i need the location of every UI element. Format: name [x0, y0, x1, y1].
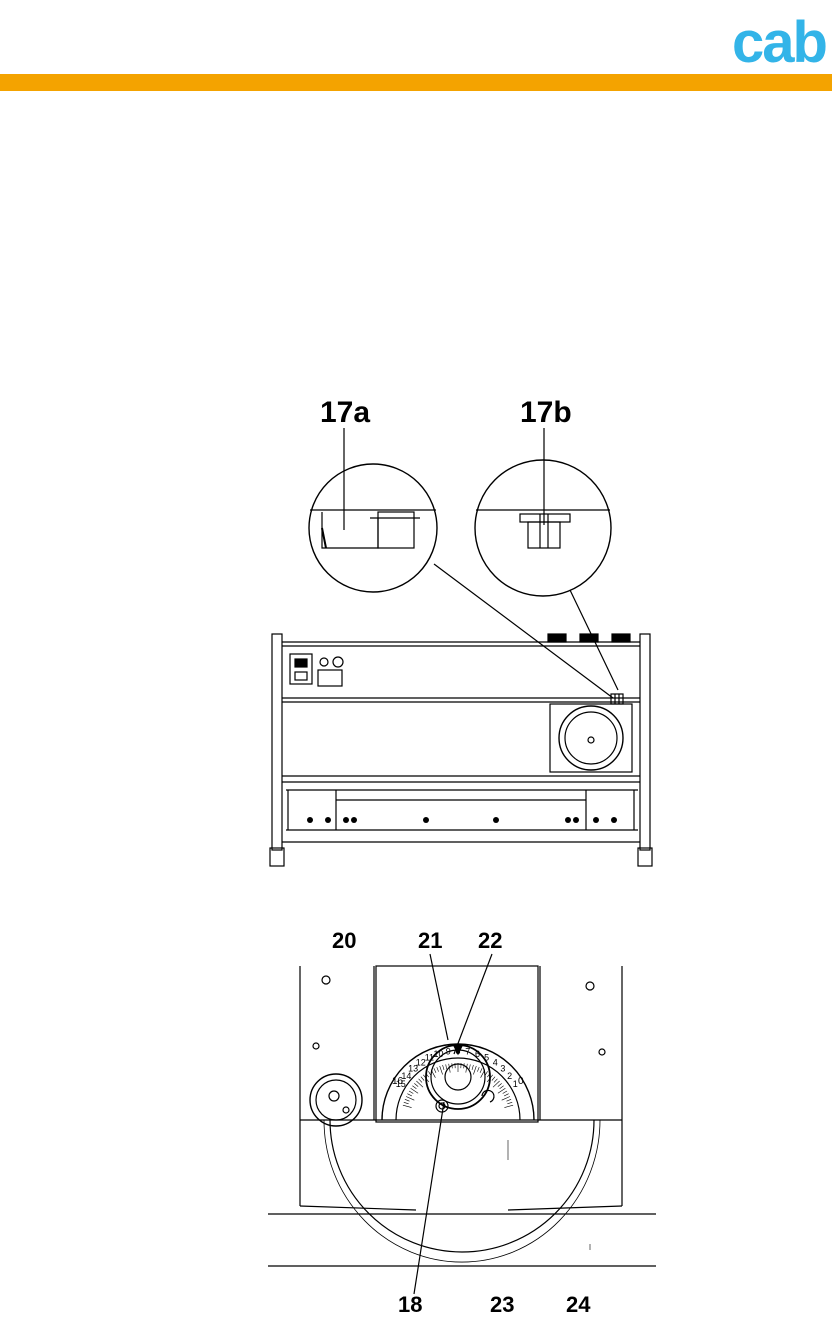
dial-scale-label: 9: [446, 1047, 451, 1057]
logo-text: cab: [732, 10, 826, 70]
dial-scale-label: 5: [484, 1053, 489, 1063]
callout-20: 20: [332, 928, 356, 953]
callout-24: 24: [566, 1292, 591, 1316]
dial-tick: [437, 1067, 439, 1072]
callout-17a: 17a: [320, 396, 370, 429]
dial-tick: [464, 1063, 465, 1068]
lower-housing: [268, 1120, 656, 1266]
dial-tick: [492, 1077, 495, 1081]
dial-tick: [434, 1068, 436, 1073]
dial-tick: [405, 1099, 410, 1101]
callout-18: 18: [398, 1292, 422, 1316]
dial-tick: [414, 1083, 418, 1086]
dial-tick: [498, 1083, 502, 1086]
dial-scale-label: 4: [493, 1058, 498, 1068]
dial-tick: [403, 1105, 412, 1107]
dial-tick: [502, 1097, 510, 1101]
dial-tick: [452, 1063, 453, 1068]
callout-21: 21: [418, 928, 442, 953]
dial-tick: [477, 1067, 479, 1072]
dial-scale-label: 6: [475, 1049, 480, 1059]
dial-tick: [406, 1097, 414, 1101]
dial-tick: [500, 1086, 504, 1089]
dial-tick: [404, 1102, 409, 1104]
dial-scale-label: 2: [507, 1071, 512, 1081]
dial-tick: [412, 1086, 416, 1089]
dial-scale-label: 7: [465, 1047, 470, 1057]
dial-tick: [473, 1066, 476, 1075]
dial-tick: [507, 1099, 512, 1101]
callout-23: 23: [490, 1292, 514, 1316]
left-plate: [300, 966, 374, 1126]
header-accent-bar: [0, 74, 832, 91]
dial-tick: [440, 1066, 443, 1075]
right-plate: [540, 966, 622, 1120]
dial-scale-label: 10: [433, 1049, 443, 1059]
dial-scale-label: 3: [500, 1064, 505, 1074]
dial-tick: [494, 1079, 497, 1083]
detail-circle-17b: [475, 460, 611, 596]
printer-front-diagram: 17a 17b: [268, 390, 656, 872]
printer-housing: [270, 634, 652, 866]
dial-scale-label: 8: [455, 1046, 460, 1056]
dial-scale-label: 1: [513, 1079, 518, 1089]
dial-detail-diagram: 20 21 22 18 23 24: [268, 920, 656, 1316]
dial-tick: [504, 1105, 513, 1107]
dial-tick: [469, 1064, 470, 1069]
dial-tick: [407, 1094, 412, 1096]
callout-22: 22: [478, 928, 502, 953]
dial-label-0: 0: [518, 1076, 524, 1087]
dial-tick: [480, 1068, 482, 1073]
dial-tick: [443, 1065, 444, 1070]
callout-17b: 17b: [520, 396, 572, 429]
dial-tick: [446, 1064, 447, 1069]
dial-tick: [419, 1079, 422, 1083]
dial-tick: [428, 1071, 431, 1075]
cab-logo: cab: [686, 10, 826, 70]
dial-tick: [472, 1065, 473, 1070]
dial-tick: [503, 1091, 507, 1094]
dial-tick: [507, 1102, 512, 1104]
dial-tick: [504, 1094, 509, 1096]
dial-tick: [409, 1091, 413, 1094]
dial-tick: [421, 1077, 424, 1081]
dial-tick: [485, 1071, 488, 1075]
detail-circle-17a: [309, 464, 437, 592]
